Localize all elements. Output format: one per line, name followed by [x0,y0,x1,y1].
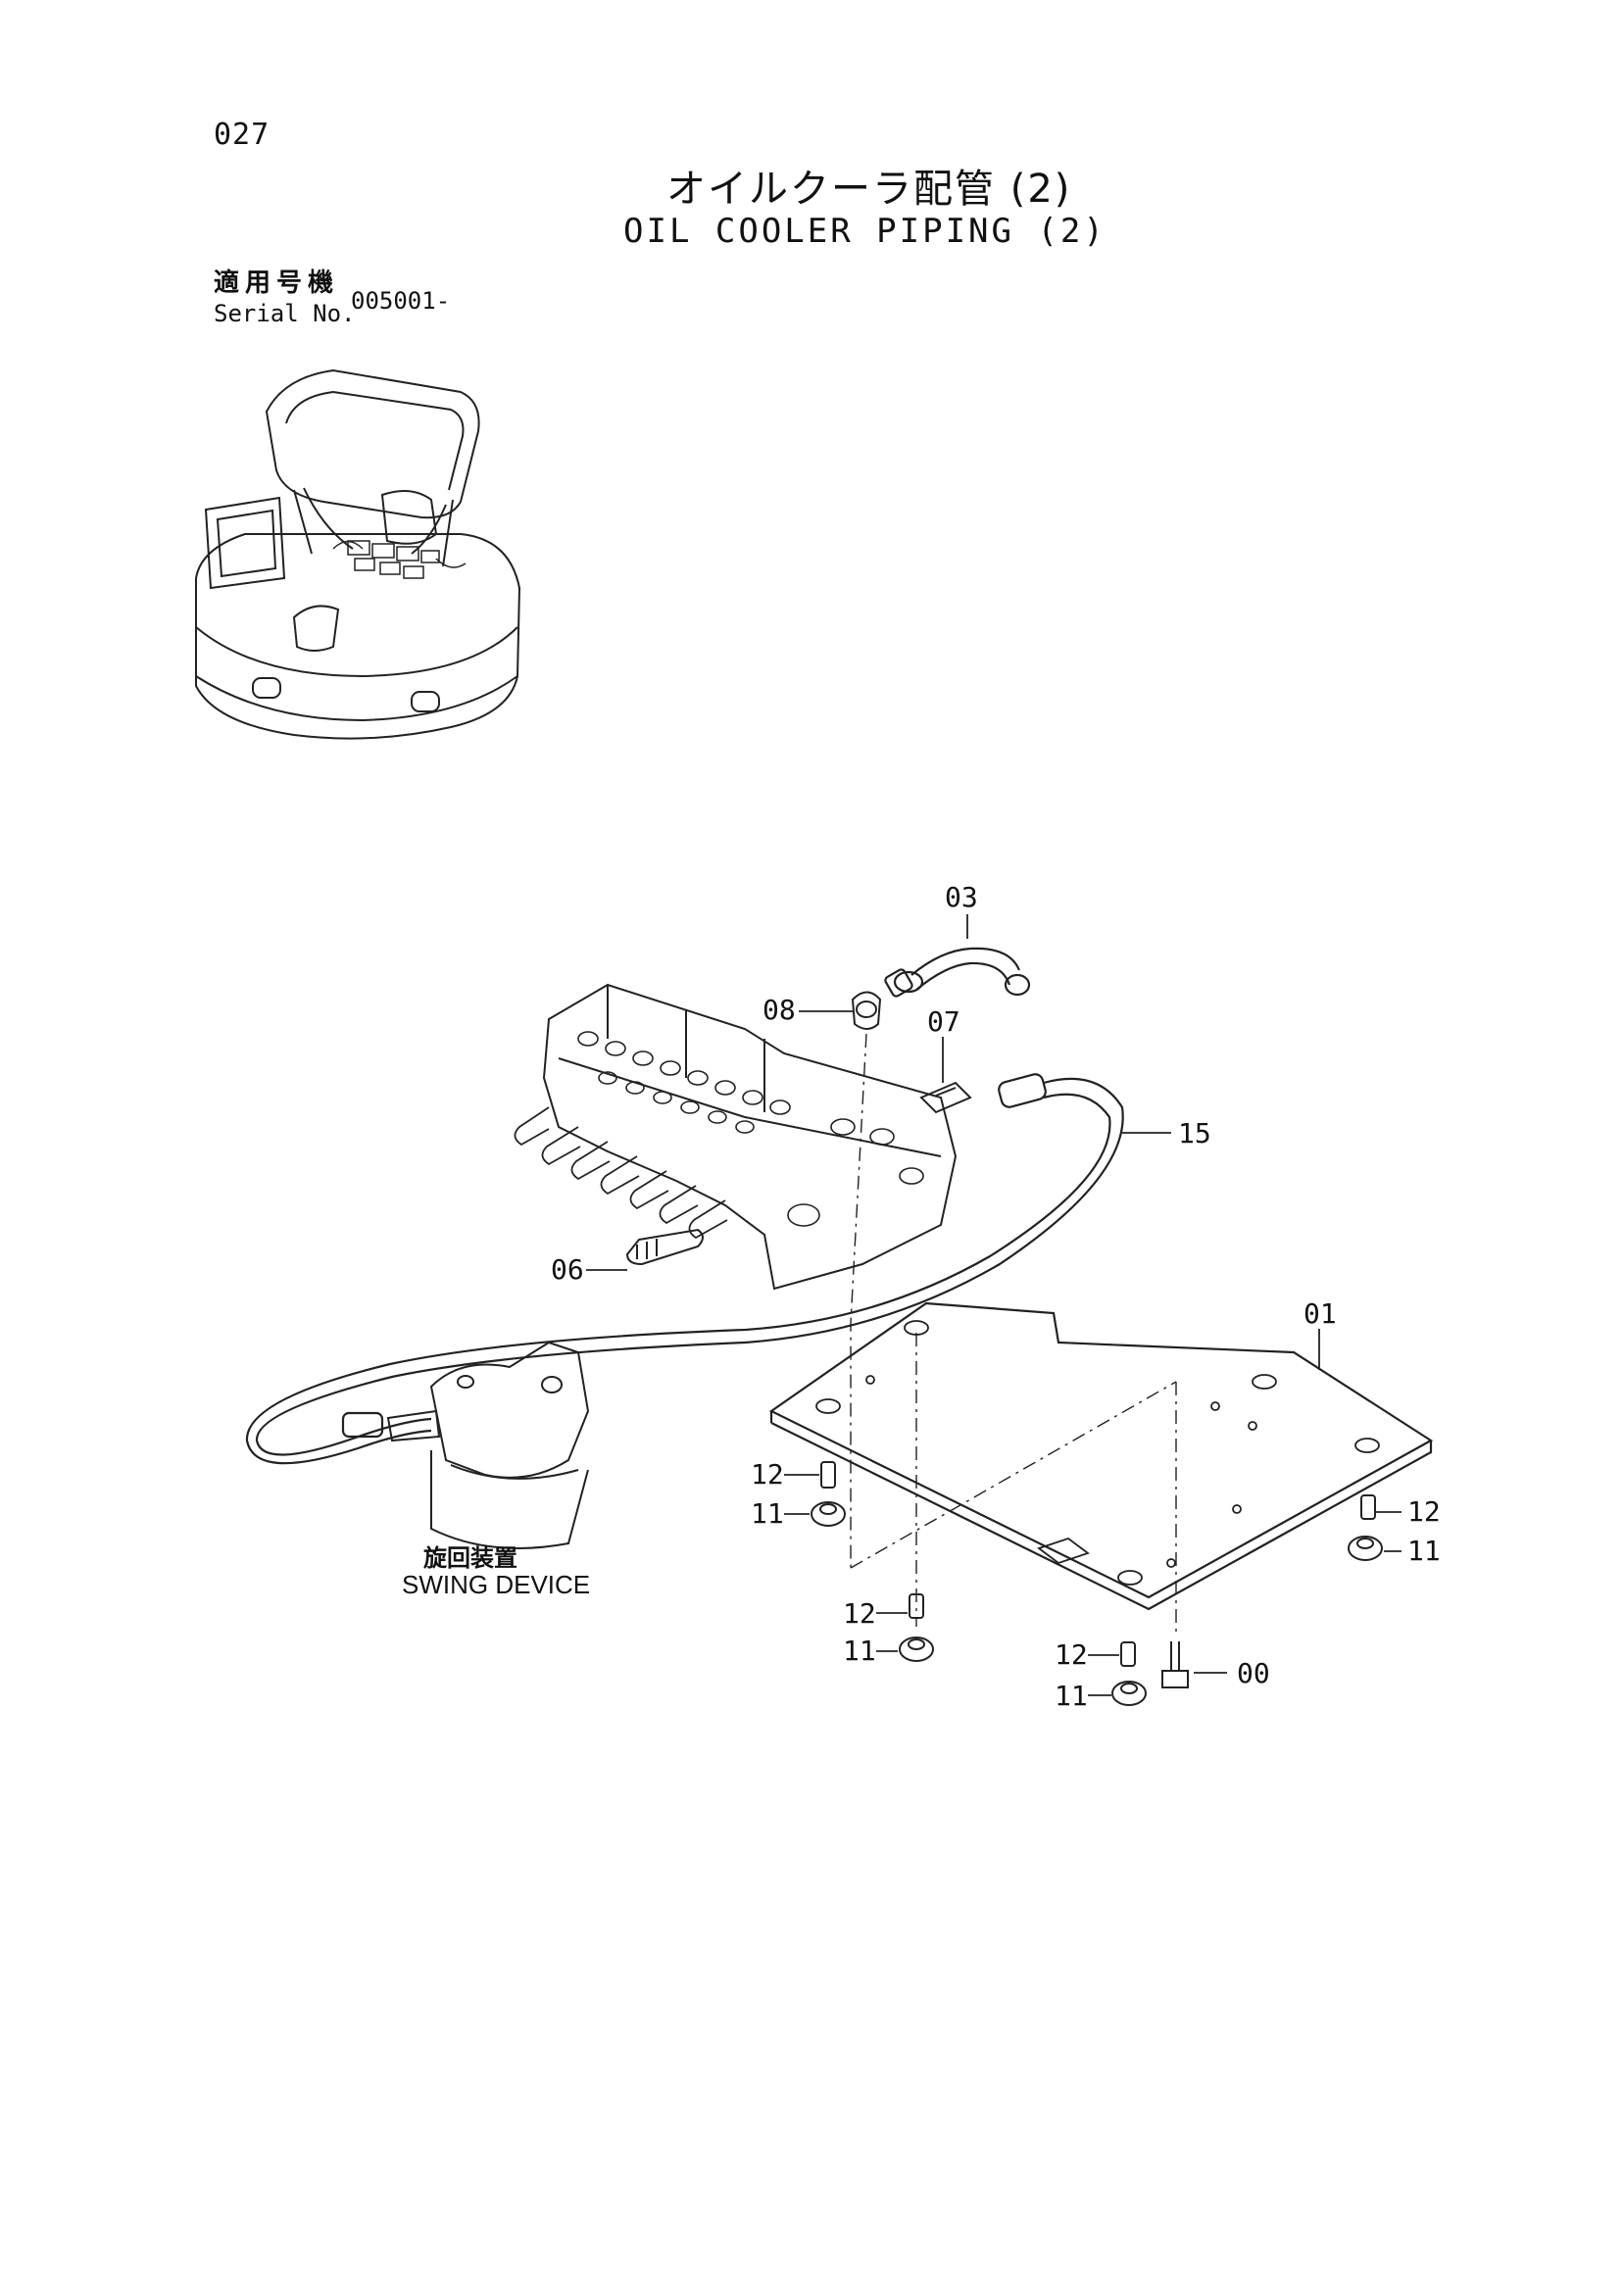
part-15-hose [245,1073,1124,1465]
callout-07: 07 [927,1005,960,1038]
callout-03: 03 [945,881,978,913]
callout-12-right: 12 [1407,1495,1441,1528]
callout-11-left: 11 [751,1497,784,1530]
part-08-elbow-fitting [851,991,882,1030]
serial-label-japanese: 適用号機 [214,269,340,298]
callout-11-center: 11 [843,1635,876,1667]
callout-00: 00 [1237,1657,1270,1689]
serial-number-value: 005001- [351,287,451,315]
swing-device-label-english: SWING DEVICE [402,1570,591,1599]
callout-15: 15 [1178,1117,1211,1149]
callout-12-left: 12 [751,1458,784,1490]
callout-08: 08 [762,994,796,1026]
alignment-lines [850,1033,1177,1637]
page-number: 027 [214,118,270,152]
callout-06: 06 [551,1253,584,1286]
swing-device-label-japanese: 旋回装置 [423,1544,517,1572]
callout-12-center: 12 [843,1597,876,1630]
callout-11-right: 11 [1407,1535,1441,1567]
part-03-hose [884,947,1031,998]
callout-labels: 03 08 07 15 06 01 12 11 12 11 12 11 00 1… [551,881,1441,1712]
serial-label-english: Serial No. [214,300,356,327]
callout-01: 01 [1303,1297,1337,1330]
callout-11-bottom: 11 [1055,1680,1088,1712]
swing-device-illustration [386,1341,590,1549]
page-title-japanese: オイルクーラ配管 (2) [666,167,1072,212]
part-07-adapter [919,1081,972,1114]
part-01-plate [768,1301,1434,1611]
fasteners [811,1461,1383,1706]
part-06-plug [625,1228,704,1266]
machine-overview-illustration [195,368,521,740]
page-title-english: OIL COOLER PIPING (2) [623,212,1107,251]
control-valve-assembly [514,983,958,1291]
leader-lines [586,914,1402,1696]
callout-12-bottom: 12 [1055,1638,1088,1671]
